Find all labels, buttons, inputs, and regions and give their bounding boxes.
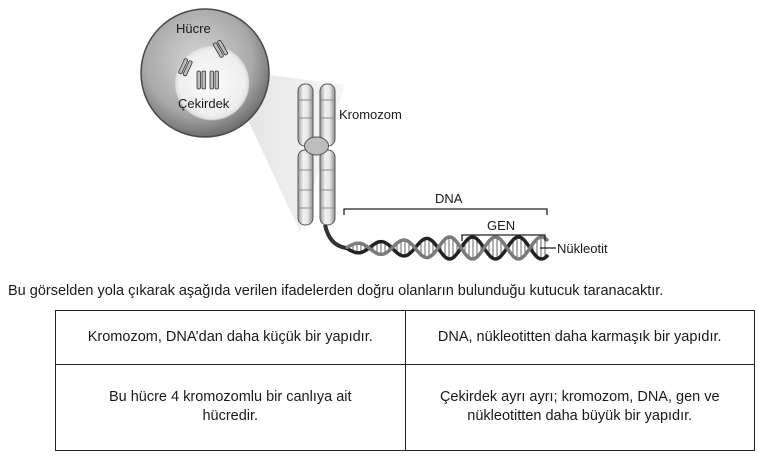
statement-box[interactable]: Çekirdek ayrı ayrı; kromozom, DNA, gen v… xyxy=(404,363,755,452)
nucleus-label: Çekirdek xyxy=(178,96,230,111)
mini-chromosome xyxy=(196,70,206,90)
centromere xyxy=(304,136,329,156)
dna-bracket xyxy=(343,208,548,215)
question-text: Bu görselden yola çıkarak aşağıda verile… xyxy=(8,283,664,299)
chromosome-label: Kromozom xyxy=(339,107,402,122)
mini-chromosome xyxy=(209,70,219,90)
table-row: Bu hücre 4 kromozomlu bir canlıya ait hü… xyxy=(55,363,755,452)
cell-dna-diagram: Hücre Çekirdek Kromozom DNA GEN Nükl xyxy=(140,8,608,261)
gene-bracket xyxy=(461,234,546,241)
mini-chromosome xyxy=(212,39,229,58)
statement-table: Kromozom, DNA’dan daha küçük bir yapıdır… xyxy=(55,310,755,452)
nucleotide-label: Nükleotit xyxy=(557,241,608,256)
chromosome: Kromozom xyxy=(297,83,402,226)
statement-box[interactable]: Kromozom, DNA’dan daha küçük bir yapıdır… xyxy=(55,310,406,365)
mini-chromosome xyxy=(178,58,193,77)
table-row: Kromozom, DNA’dan daha küçük bir yapıdır… xyxy=(55,310,755,365)
gene-label: GEN xyxy=(487,218,515,233)
cell: Hücre Çekirdek xyxy=(140,8,270,138)
statement-box[interactable]: DNA, nükleotitten daha karmaşık bir yapı… xyxy=(404,310,755,365)
dna-label: DNA xyxy=(435,191,463,206)
cell-label: Hücre xyxy=(176,21,211,36)
statement-box[interactable]: Bu hücre 4 kromozomlu bir canlıya ait hü… xyxy=(55,363,406,452)
dna-helix xyxy=(323,224,550,261)
zoom-wedge xyxy=(232,70,345,232)
